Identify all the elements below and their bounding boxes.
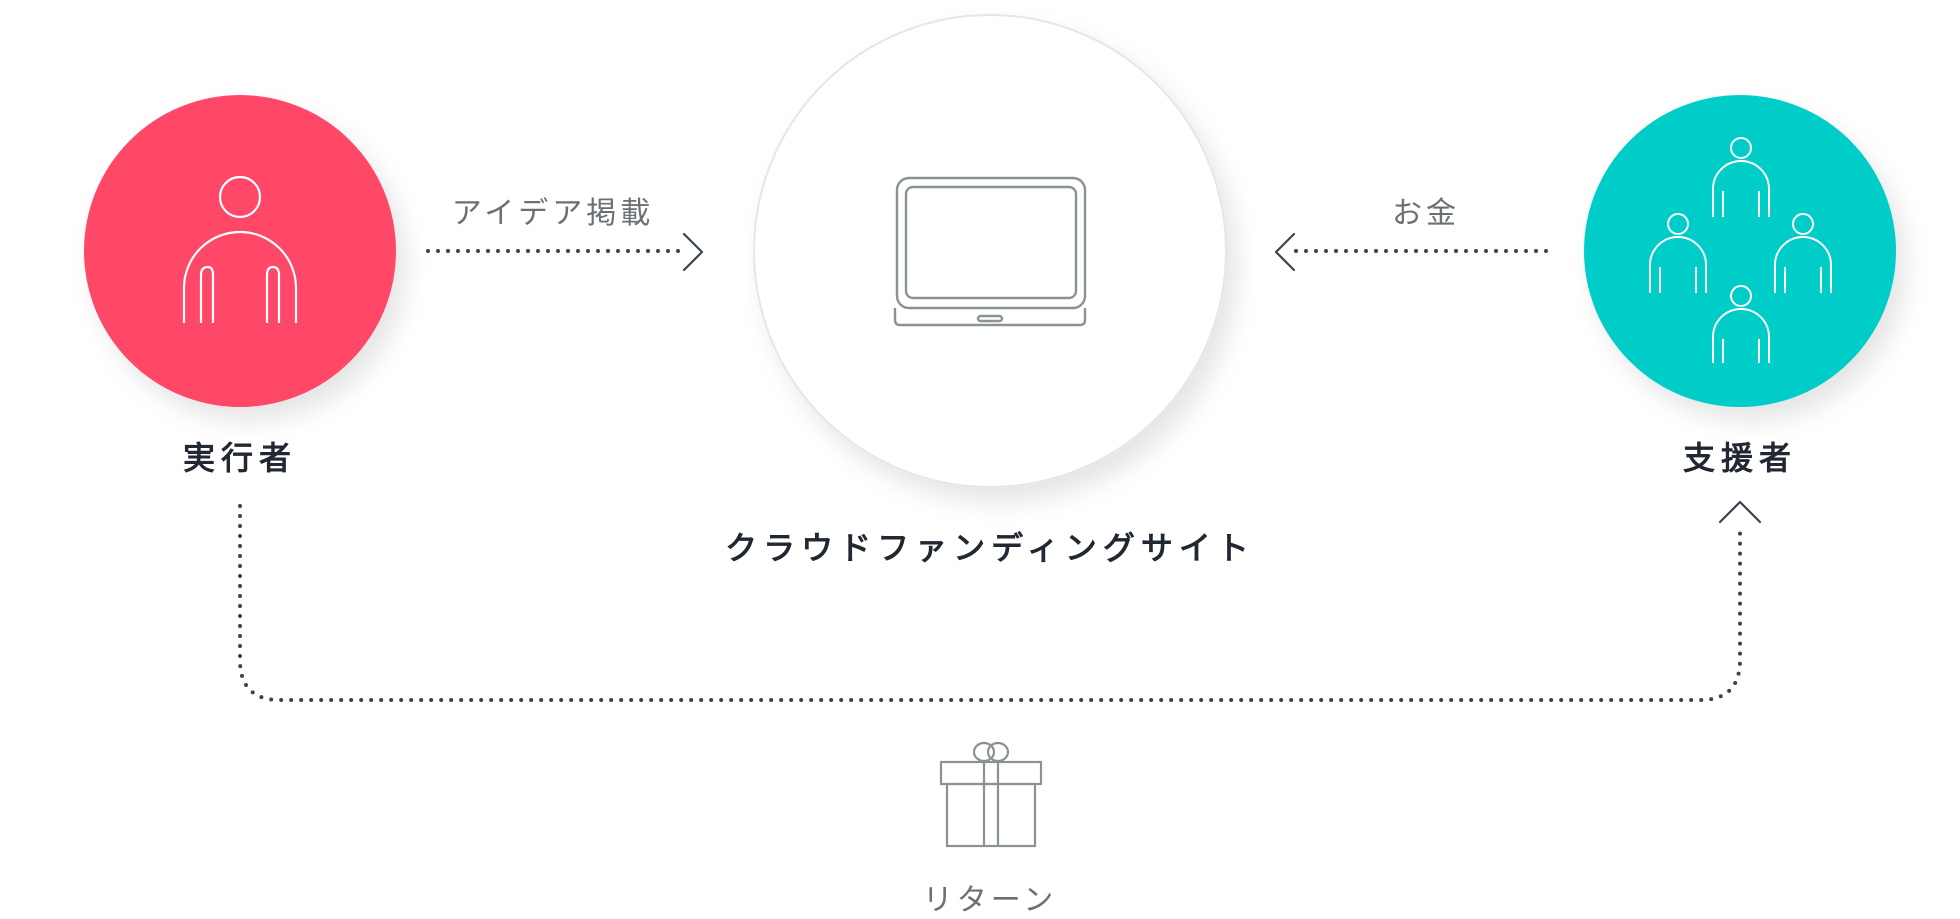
- person-icon: [182, 175, 298, 323]
- laptop-icon: [893, 176, 1087, 327]
- money-arrow: [1274, 232, 1556, 272]
- money-label: お金: [1392, 196, 1460, 231]
- idea-arrow: [426, 232, 704, 272]
- site-node: [753, 14, 1227, 488]
- executor-node: [84, 95, 396, 407]
- supporter-label: 支援者: [1682, 439, 1798, 477]
- return-label: リターン: [922, 883, 1058, 918]
- supporter-node: [1584, 95, 1896, 407]
- site-label: クラウドファンディングサイト: [725, 529, 1255, 567]
- executor-label: 実行者: [182, 439, 298, 477]
- idea-label: アイデア掲載: [451, 196, 655, 231]
- people-group-icon: [1649, 137, 1832, 363]
- gift-icon: [939, 741, 1043, 848]
- return-arrow: [238, 500, 1762, 702]
